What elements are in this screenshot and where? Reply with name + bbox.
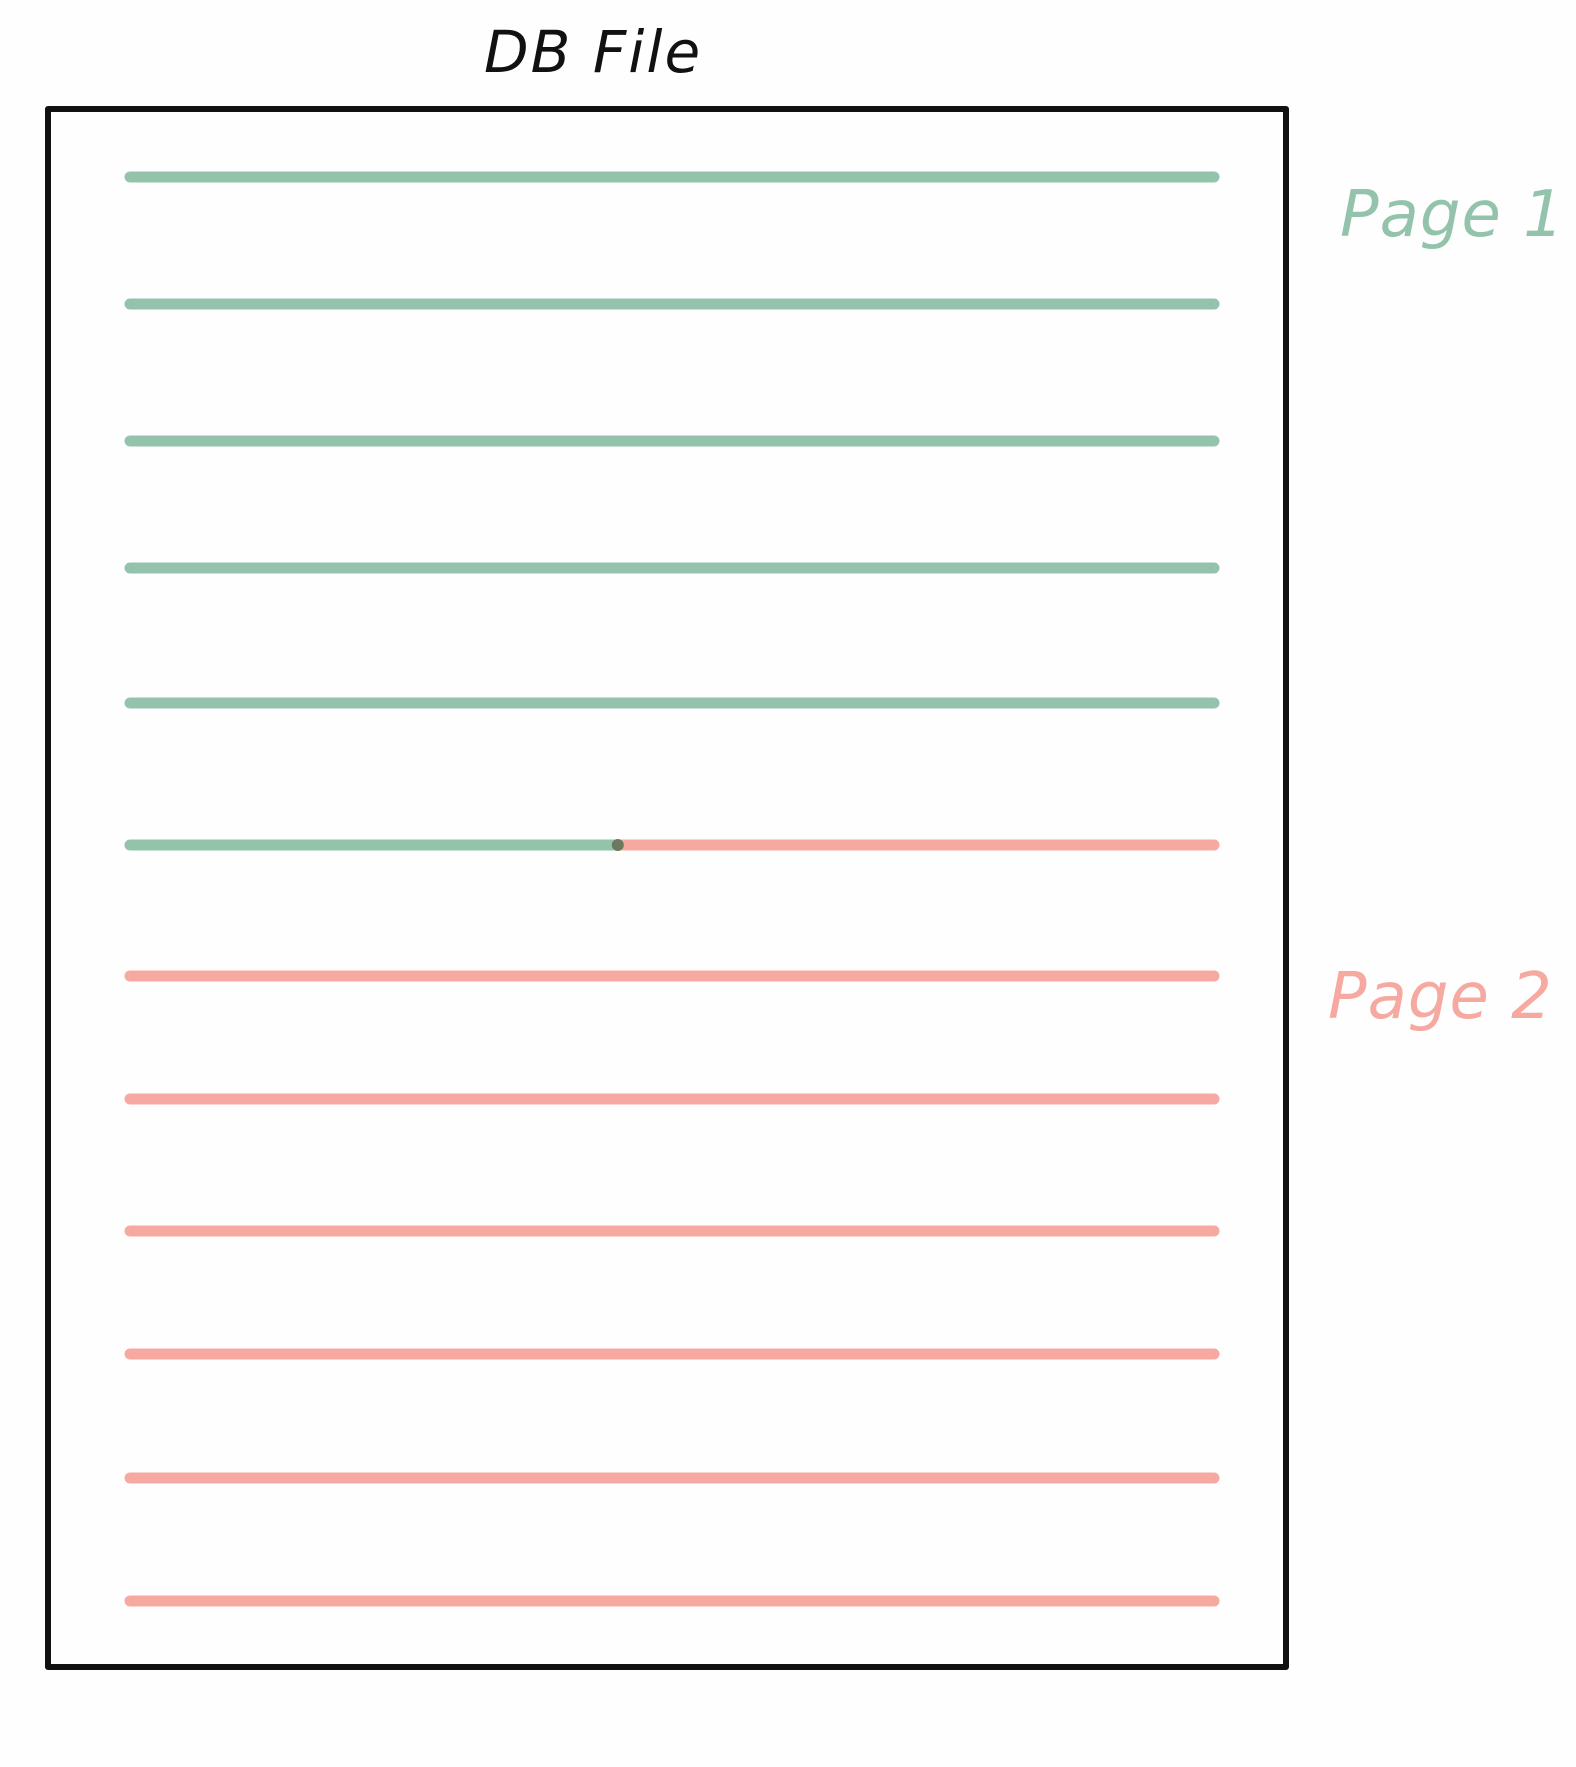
page-1-label: Page 1 [1340,178,1565,252]
page-2-label: Page 2 [1328,960,1553,1034]
db-file-title: DB File [484,18,703,86]
file-rows [124,171,1220,1607]
page-boundary-marker [611,839,624,851]
db-file-frame [45,106,1289,1670]
